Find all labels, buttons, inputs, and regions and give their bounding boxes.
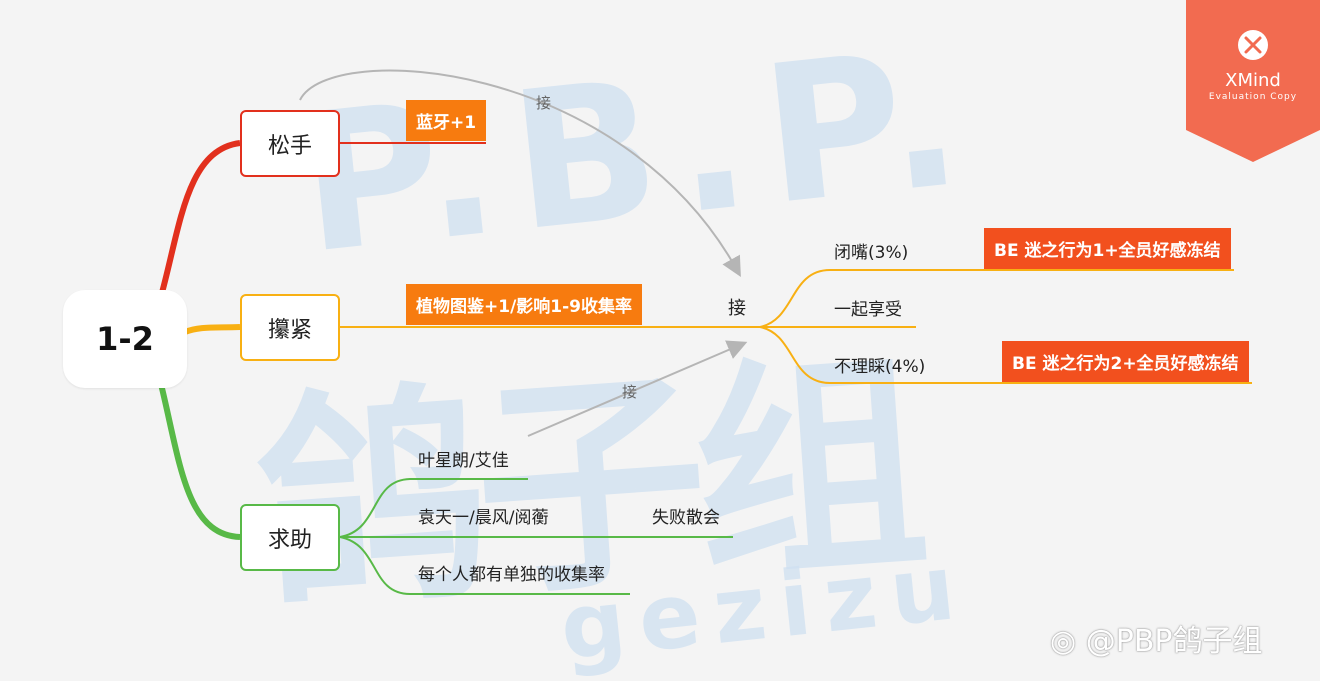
relationship-label-bottom[interactable]: 接 <box>622 383 638 401</box>
xmind-evaluation-badge: XMind Evaluation Copy <box>1186 0 1320 162</box>
root-label: 1-2 <box>96 320 154 358</box>
branch-zanjin-label: 攥紧 <box>267 317 312 343</box>
xmind-title: XMind <box>1225 70 1281 91</box>
line-bulicai <box>759 326 1252 384</box>
branch-songshou[interactable]: 松手 <box>240 110 340 177</box>
tag-be2-label: BE 迷之行为2+全员好感冻结 <box>1012 354 1239 374</box>
line-yexinglang <box>339 478 528 538</box>
topic-yuantianyi[interactable]: 袁天一/晨风/阅蘅 <box>418 508 549 528</box>
weibo-watermark: ◎ @PBP鸽子组 <box>1050 616 1263 660</box>
tag-be1-label: BE 迷之行为1+全员好感冻结 <box>994 241 1221 261</box>
relationship-arrow-top <box>299 69 741 277</box>
branch-line-songshou <box>157 140 241 301</box>
relationship-arrow-bottom <box>527 340 748 437</box>
topic-yiqi[interactable]: 一起享受 <box>834 300 902 320</box>
weibo-text: @PBP鸽子组 <box>1085 624 1263 659</box>
line-meigeren <box>339 536 630 595</box>
topic-meigeren[interactable]: 每个人都有单独的收集率 <box>418 565 605 585</box>
branch-qiuzhu-label: 求助 <box>267 527 312 553</box>
relationship-label-top[interactable]: 接 <box>536 94 552 112</box>
branch-line-qiuzhu <box>157 379 241 540</box>
topic-shibai[interactable]: 失败散会 <box>652 508 720 528</box>
topic-yexinglang[interactable]: 叶星朗/艾佳 <box>418 451 509 471</box>
branch-zanjin[interactable]: 攥紧 <box>240 294 340 361</box>
xmind-subtitle: Evaluation Copy <box>1208 92 1298 102</box>
branch-qiuzhu[interactable]: 求助 <box>240 504 340 571</box>
topic-bizui[interactable]: 闭嘴(3%) <box>834 243 909 263</box>
branch-songshou-label: 松手 <box>267 133 312 159</box>
badge-shape <box>1186 0 1320 162</box>
topic-jie[interactable]: 接 <box>728 298 746 319</box>
tag-be1[interactable]: BE 迷之行为1+全员好感冻结 <box>984 228 1231 269</box>
branch-line-zanjin <box>183 324 241 335</box>
root-topic[interactable]: 1-2 <box>63 290 187 388</box>
weibo-icon: ◎ <box>1050 624 1077 659</box>
topic-bulicai[interactable]: 不理睬(4%) <box>834 357 926 377</box>
tag-plant-book[interactable]: 植物图鉴+1/影响1-9收集率 <box>406 284 642 325</box>
xmind-cross-icon <box>1244 36 1262 54</box>
tag-bluetooth[interactable]: 蓝牙+1 <box>406 100 487 141</box>
tag-be2[interactable]: BE 迷之行为2+全员好感冻结 <box>1002 341 1249 382</box>
tag-bluetooth-label: 蓝牙+1 <box>416 113 477 133</box>
line-bizui <box>759 269 1234 328</box>
tag-plant-book-label: 植物图鉴+1/影响1-9收集率 <box>416 297 632 317</box>
